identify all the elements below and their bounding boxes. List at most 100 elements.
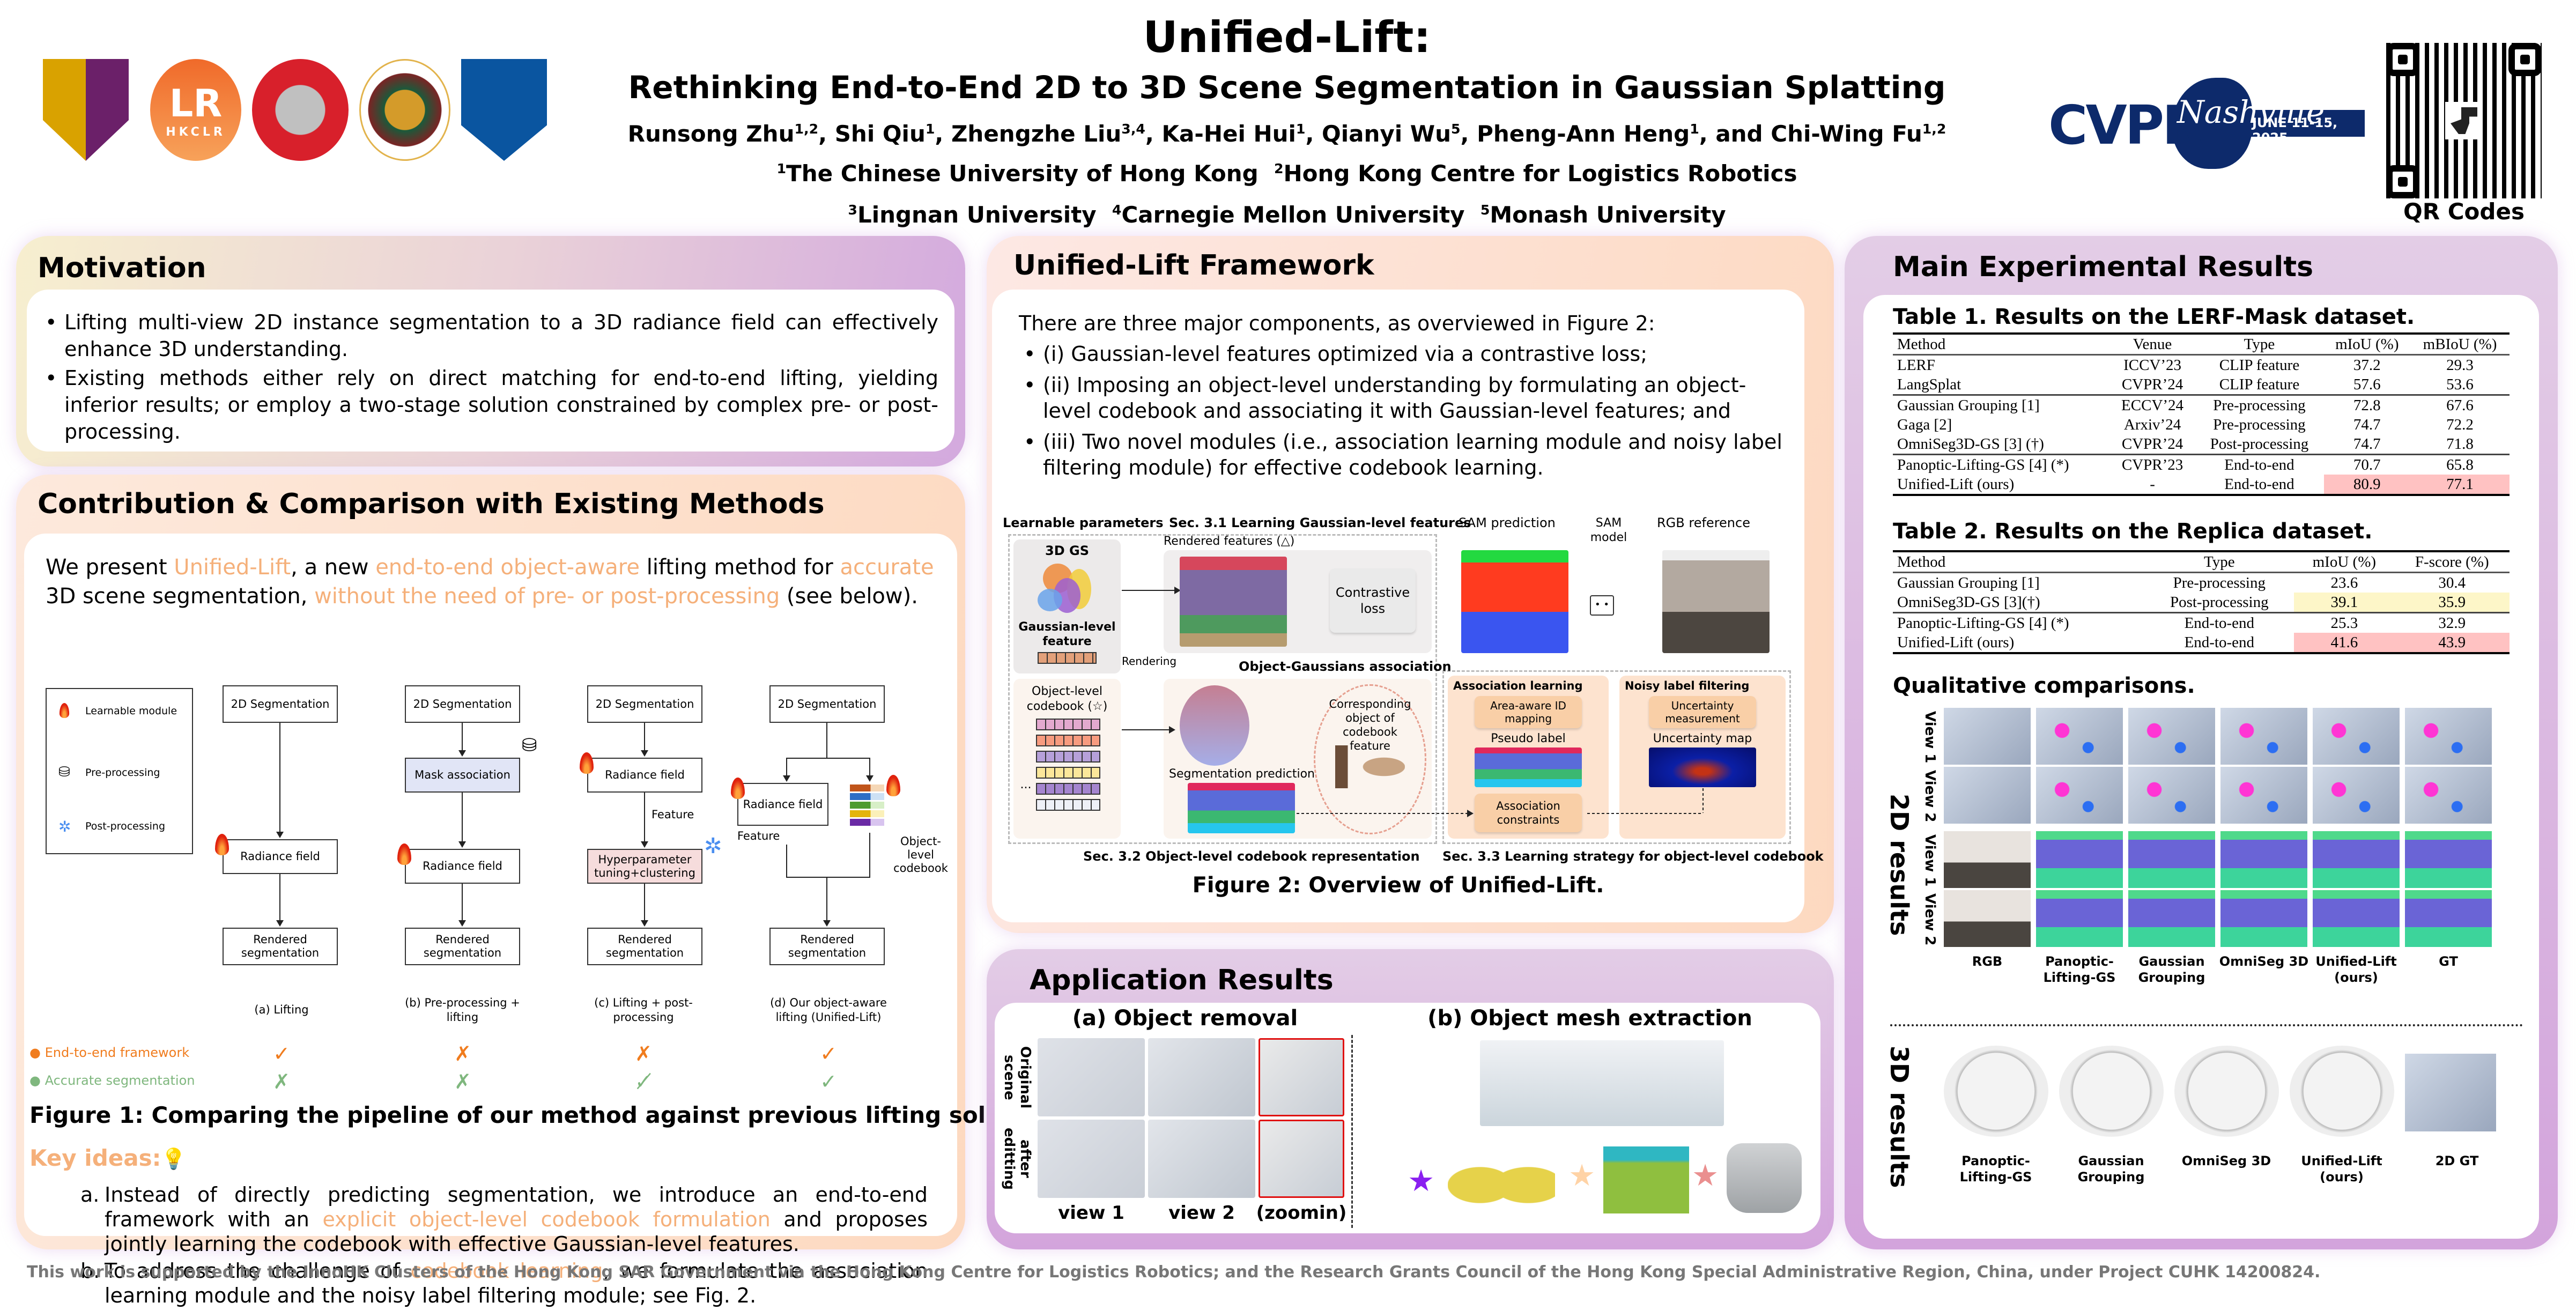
table-cell: End-to-end xyxy=(2224,456,2294,473)
framework-title: Unified-Lift Framework xyxy=(1013,249,1374,282)
qualitative-image xyxy=(1944,767,2031,824)
uncertainty-map-image xyxy=(1649,747,1756,787)
cup-mesh xyxy=(1603,1146,1689,1213)
cvpr-word: CVPR xyxy=(2048,94,2203,157)
author-list: Runsong Zhu1,2, Shi Qiu1, Zhengzhe Liu3,… xyxy=(590,113,1984,151)
table-cell: 67.6 xyxy=(2446,397,2474,414)
arrow xyxy=(783,758,790,782)
arrow xyxy=(276,723,284,838)
arrow xyxy=(823,877,831,927)
contribution-intro: We present Unified-Lift, a new end-to-en… xyxy=(46,553,936,611)
highlight-text: accurate xyxy=(840,555,934,580)
fig1c-2d-seg: 2D Segmentation xyxy=(587,685,702,723)
author-affiliation: 3,4 xyxy=(1121,121,1145,137)
table-cell: 41.6 xyxy=(2294,633,2395,653)
table-header-cell: F-score (%) xyxy=(2415,553,2489,571)
table-cell: Arxiv’24 xyxy=(2123,416,2181,433)
codebook-icon xyxy=(850,784,884,826)
mesh-scene-image xyxy=(1480,1040,1724,1126)
qualitative-image xyxy=(2220,767,2307,824)
dotted-connector xyxy=(1702,788,1704,813)
fig2-rgb-reference: RGB reference xyxy=(1657,515,1750,530)
qualitative-image xyxy=(2036,767,2123,824)
qualitative-image xyxy=(2128,890,2215,947)
codebook-bar xyxy=(1036,799,1100,811)
fig1d-codebook-label: Object-level codebook xyxy=(893,835,948,875)
key-idea-text: To address the challenge of xyxy=(105,1259,411,1283)
qr-code[interactable] xyxy=(2386,43,2542,198)
qualitative-image xyxy=(2405,767,2492,824)
view-label: View 2 xyxy=(1922,770,1938,823)
framework-bullet: (i) Gaussian-level features optimized vi… xyxy=(1021,341,1783,367)
fig1a-radiance: Radiance field xyxy=(223,839,338,874)
qualitative-image xyxy=(2128,767,2215,824)
figure-2: Learnable parameters Sec. 3.1 Learning G… xyxy=(1003,515,1824,885)
author-sep: , xyxy=(818,121,835,147)
fig2-segmentation-prediction: Segmentation prediction xyxy=(1169,767,1315,781)
fig1c-feature-label: Feature xyxy=(652,808,694,821)
fig1-caption-c: (c) Lifting + post-processing xyxy=(594,996,693,1024)
table-cell: Pre-processing xyxy=(2213,397,2306,414)
table-header-cell: mBIoU (%) xyxy=(2423,336,2497,353)
fig1-caption: Figure 1: Comparing the pipeline of our … xyxy=(29,1102,1074,1128)
table-cell: 74.7 xyxy=(2353,435,2381,453)
qualitative-3d-image xyxy=(2290,1046,2394,1137)
affiliation-number: 1 xyxy=(776,161,787,176)
affiliation-name: The Chinese University of Hong Kong xyxy=(786,160,1259,187)
column-label: Unified-Lift (ours) xyxy=(2301,1153,2382,1185)
fig1a-rendered: Rendered segmentation xyxy=(223,928,338,965)
contribution-card: Contribution & Comparison with Existing … xyxy=(16,475,1074,1307)
mesh-extraction-title: (b) Object mesh extraction xyxy=(1427,1006,1752,1031)
row-label-after: after editting xyxy=(1001,1127,1033,1190)
fig2-sam-prediction: SAM prediction xyxy=(1459,515,1556,530)
label-3d-results: 3D results xyxy=(1885,1046,1914,1188)
removal-view2-original xyxy=(1148,1038,1255,1116)
column-label: RGB xyxy=(1972,954,2003,969)
table-cell: 30.4 xyxy=(2438,574,2466,591)
contribution-inner: We present Unified-Lift, a new end-to-en… xyxy=(24,534,1074,1236)
connector xyxy=(869,833,870,877)
legend-postprocessing: Post-processing xyxy=(85,820,166,832)
fig2-uncertainty-map: Uncertainty map xyxy=(1653,732,1752,745)
framework-intro: There are three major components, as ove… xyxy=(1019,312,1655,335)
fig2-area-aware: Area-aware ID mapping xyxy=(1475,696,1582,728)
qualitative-image xyxy=(2313,890,2400,947)
intro-text: (see below). xyxy=(780,584,918,609)
fig1b-rendered: Rendered segmentation xyxy=(405,928,520,965)
column-label: GT xyxy=(2439,954,2458,969)
col-label-zoomin: (zoomin) xyxy=(1256,1202,1347,1224)
fig2-corresponding-object: Corresponding object of codebook feature xyxy=(1329,698,1411,752)
dashed-region xyxy=(1442,670,1791,844)
key-idea-marker: a. xyxy=(80,1183,100,1207)
qualitative-image xyxy=(1944,831,2031,888)
author-affiliation: 1 xyxy=(925,121,935,137)
divider xyxy=(1890,1024,2523,1026)
fig1b-mask-association: Mask association xyxy=(405,758,520,793)
removal-view1-original xyxy=(1038,1038,1145,1116)
flame-icon xyxy=(59,703,70,718)
qualitative-image xyxy=(2313,831,2400,888)
criterion-mark: ✗ xyxy=(635,1042,652,1065)
qualitative-image xyxy=(1944,708,2031,765)
fig2-rendered-features: Rendered features (△) xyxy=(1164,535,1295,548)
table-header-cell: Venue xyxy=(2133,336,2172,353)
snowflake-icon: ✲ xyxy=(58,818,71,835)
arrow xyxy=(458,884,466,927)
object-thumbnails xyxy=(1335,745,1405,788)
qr-finder xyxy=(2386,43,2419,76)
fig2-pseudo-label: Pseudo label xyxy=(1491,732,1566,745)
fig2-sec33: Sec. 3.3 Learning strategy for object-le… xyxy=(1442,849,1824,864)
table-cell: End-to-end xyxy=(2184,615,2255,632)
flame-icon xyxy=(397,843,411,865)
removal-view1-after xyxy=(1038,1120,1145,1198)
criterion-mark: ✓̸ xyxy=(635,1070,652,1093)
footer-acknowledgement: This work is supported by the InnoHK Clu… xyxy=(27,1263,2321,1282)
table-cell: End-to-end xyxy=(2184,634,2255,651)
star-icon: ★ xyxy=(1568,1158,1596,1193)
criterion-mark: ✓ xyxy=(273,1042,290,1065)
legend-preprocessing: Pre-processing xyxy=(85,767,160,779)
